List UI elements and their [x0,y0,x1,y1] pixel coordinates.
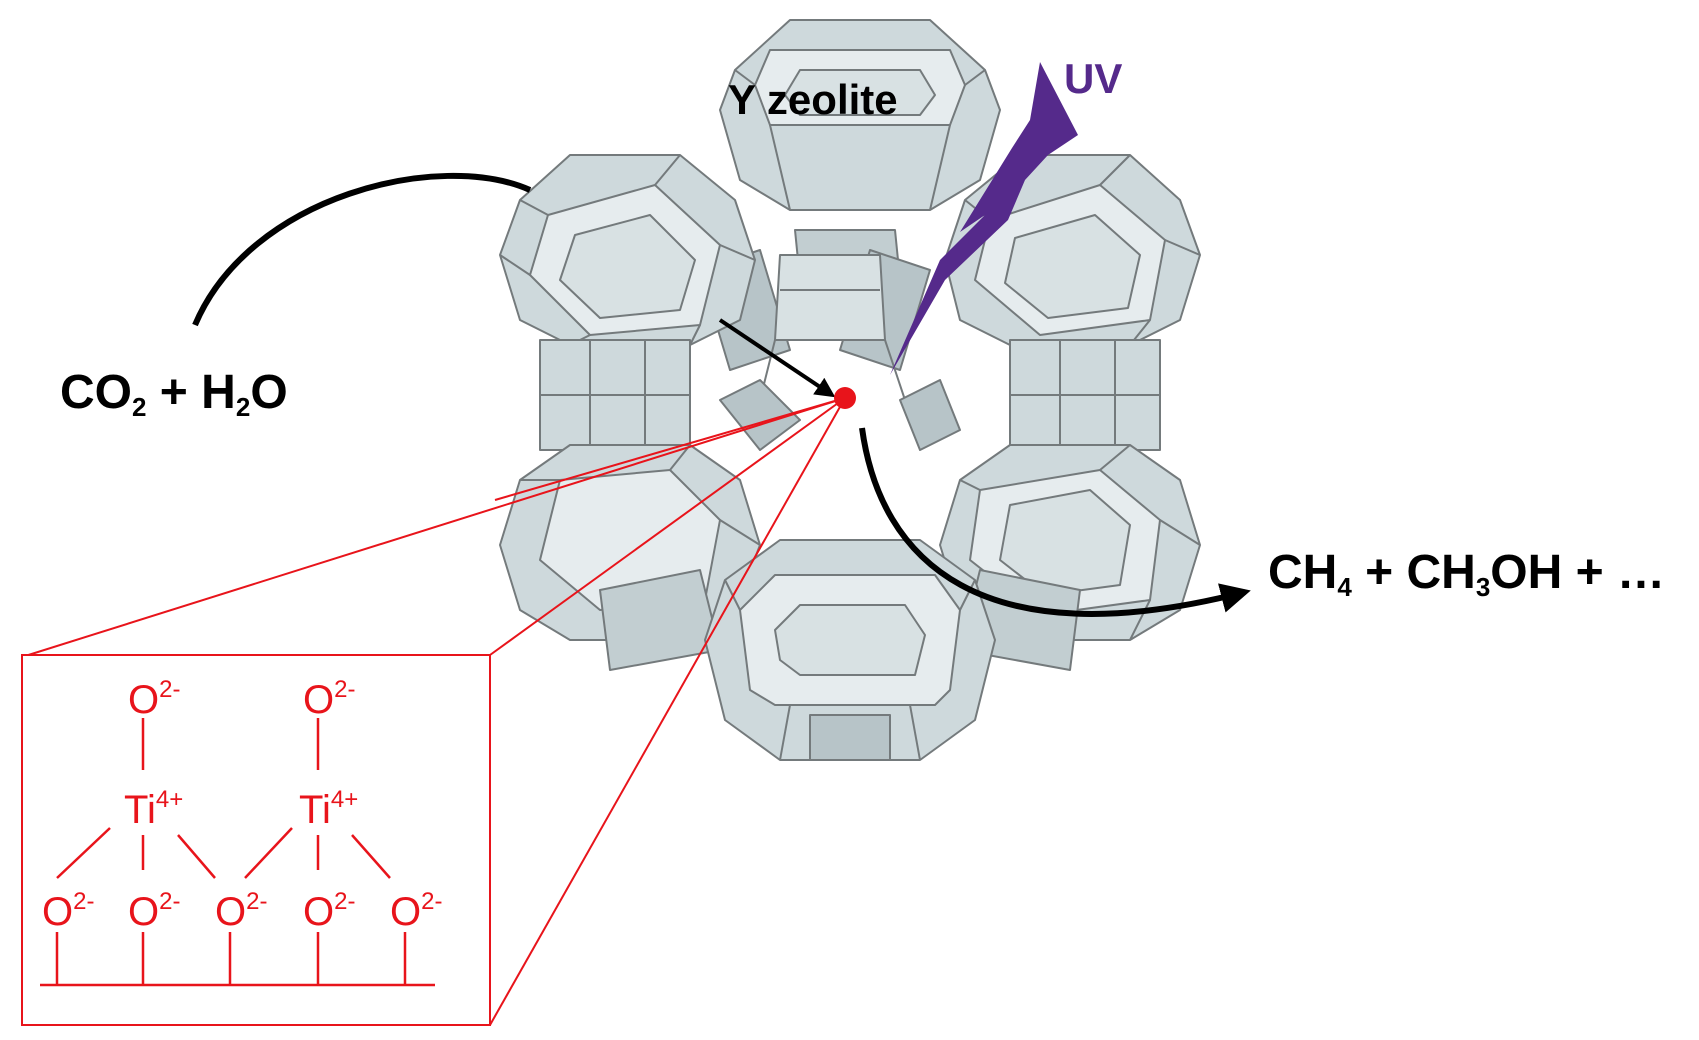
uv-label: UV [1064,55,1123,102]
oxygen-bottom-2: O2- [128,888,181,934]
reactant-inlet-arc [192,172,532,327]
oxygen-top-1: O2- [128,676,181,722]
titanium-1: Ti4+ [124,786,184,832]
zeolite-label: Y zeolite [728,76,898,123]
red-dot-icon [834,387,856,409]
top-sodalite-cage [719,19,1001,211]
reactants-label: CO2 + H2O [60,366,288,422]
left-hexagonal-prism [539,339,691,451]
zeolite-framework [499,19,1201,761]
central-inner-prism [719,254,961,451]
oxygen-bottom-5: O2- [390,888,443,934]
oxygen-top-2: O2- [303,676,356,722]
right-hexagonal-prism [1009,339,1161,451]
reactant-arrow-to-site [718,318,836,398]
titanium-2: Ti4+ [299,786,359,832]
zoom-callout-lines [21,397,846,1026]
product-outlet-arrow [859,427,1251,617]
ti-o-bonds [40,718,435,987]
upper-right-sodalite-cage [944,154,1201,346]
oxygen-bottom-1: O2- [42,888,95,934]
upper-left-sodalite-cage [499,154,756,346]
products-label: CH4 + CH3OH + … [1268,546,1665,602]
lightning-bolt-icon [890,62,1078,375]
active-site-inset-box [21,654,491,1026]
oxygen-bottom-4: O2- [303,888,356,934]
oxygen-bottom-3: O2- [215,888,268,934]
bottom-sodalite-cage [704,539,996,761]
